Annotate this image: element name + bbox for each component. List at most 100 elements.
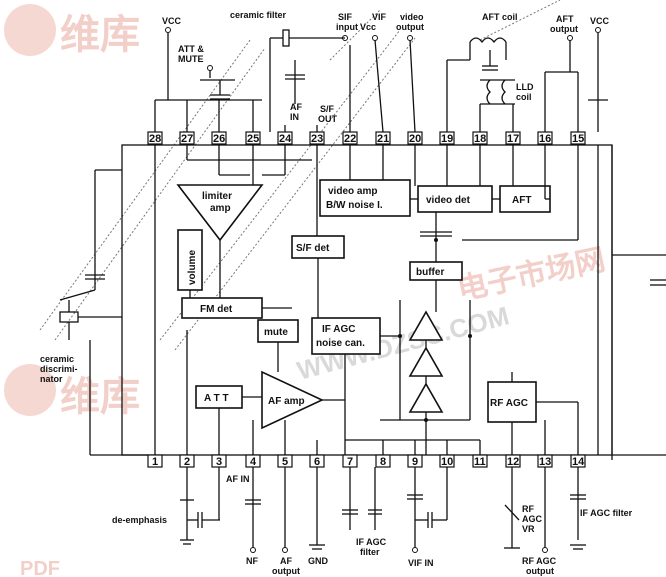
bottom-pin-row: 1 2 3 4 5 6 7 8 9 10 11 12 13 14 xyxy=(147,454,586,468)
pin-number: 23 xyxy=(311,133,323,145)
pin-number: 6 xyxy=(314,456,320,468)
label-vcc-left: VCC xyxy=(162,16,182,26)
watermark-brand: 维库 xyxy=(60,13,140,57)
aft-label: AFT xyxy=(512,195,531,206)
pin-number: 10 xyxy=(441,456,453,468)
label-sif-out-2: OUT xyxy=(318,114,338,124)
pin-number: 7 xyxy=(347,456,353,468)
top-wiring xyxy=(154,27,608,133)
left-wiring: ceramic discrimi- nator xyxy=(40,169,148,456)
limiter-amp-label-2: amp xyxy=(210,203,231,214)
top-external-labels: VCC ceramic filter SIF input VIF Vcc vid… xyxy=(162,10,610,124)
label-af-in-top: AF xyxy=(290,102,302,112)
pin-number: 12 xyxy=(507,456,519,468)
label-sif-input: SIF xyxy=(338,12,353,22)
label-if-agc-filter-left-2: filter xyxy=(360,547,380,557)
af-amp-block xyxy=(261,370,324,430)
label-af-output: AF xyxy=(280,556,292,566)
label-de-emphasis: de-emphasis xyxy=(112,515,167,525)
label-if-agc-filter-right: IF AGC filter xyxy=(580,508,633,518)
video-det-label: video det xyxy=(426,195,471,206)
label-ceramic-filter: ceramic filter xyxy=(230,10,287,20)
label-sif-out: S/F xyxy=(320,104,335,114)
pin-number: 9 xyxy=(412,456,418,468)
label-lld-coil: LLD xyxy=(516,82,534,92)
pin-number: 11 xyxy=(474,456,486,468)
pin-number: 14 xyxy=(572,456,585,468)
internal-wiring xyxy=(154,145,599,455)
label-video-output-2: output xyxy=(396,22,424,32)
pin-number: 25 xyxy=(247,133,259,145)
label-aft-coil: AFT coil xyxy=(482,12,518,22)
pin-number: 15 xyxy=(572,133,584,145)
pin-number: 19 xyxy=(441,133,453,145)
if-amp-stage-3 xyxy=(408,382,444,413)
label-rf-agc-vr-2: AGC xyxy=(522,514,543,524)
label-video-output: video xyxy=(400,12,424,22)
watermark-cn: 电子市场网 xyxy=(454,242,608,306)
label-att-mute: ATT & xyxy=(178,44,204,54)
label-vif-in: VIF IN xyxy=(408,558,434,568)
label-ceramic-discriminator: ceramic xyxy=(40,354,74,364)
label-rf-agc-output-2: output xyxy=(526,566,554,576)
video-amp-label: video amp xyxy=(328,186,377,197)
label-aft-output-2: output xyxy=(550,24,578,34)
pin-number: 28 xyxy=(149,133,161,145)
pin-box xyxy=(505,454,521,468)
bottom-wiring: de-emphasis AF IN NF AF output GND IF AG… xyxy=(112,467,633,576)
label-rf-agc-vr-3: VR xyxy=(522,524,535,534)
pin-number: 22 xyxy=(344,133,356,145)
video-amp-label-2: B/W noise I. xyxy=(326,200,383,211)
label-nf: NF xyxy=(246,556,258,566)
label-if-agc-filter-left: IF AGC xyxy=(356,537,387,547)
label-rf-agc-vr: RF xyxy=(522,504,534,514)
label-af-output-2: output xyxy=(272,566,300,576)
pin-number: 26 xyxy=(213,133,225,145)
watermark-corner: PDF xyxy=(20,558,60,577)
label-aft-output: AFT xyxy=(556,14,574,24)
pin-number: 1 xyxy=(152,456,158,468)
label-vcc-right: VCC xyxy=(590,16,610,26)
pin-number: 4 xyxy=(250,456,257,468)
mute-label: mute xyxy=(264,327,288,338)
label-att-mute-2: MUTE xyxy=(178,54,204,64)
pin-number: 16 xyxy=(539,133,551,145)
if-agc-label-2: noise can. xyxy=(316,338,365,349)
pin-number: 3 xyxy=(216,456,222,468)
label-gnd: GND xyxy=(308,556,329,566)
pin-number: 20 xyxy=(409,133,421,145)
label-ceramic-discriminator-3: nator xyxy=(40,374,63,384)
video-amp-block xyxy=(319,179,411,217)
watermark-brand: 维库 xyxy=(60,375,140,419)
fm-det-label: FM det xyxy=(200,304,233,315)
buffer-label: buffer xyxy=(416,267,444,278)
pin-number: 24 xyxy=(279,133,292,145)
pin-number: 21 xyxy=(377,133,389,145)
internal-blocks: limiter amp volume FM det S/F det video … xyxy=(176,179,551,430)
watermark-logo-icon xyxy=(4,364,56,416)
pin-number: 13 xyxy=(539,456,551,468)
rf-agc-label: RF AGC xyxy=(490,398,528,409)
pin-number: 27 xyxy=(181,133,193,145)
pin-number: 18 xyxy=(474,133,486,145)
label-sif-input-2: input xyxy=(336,22,358,32)
if-agc-label: IF AGC xyxy=(322,324,356,335)
label-af-in-top-2: IN xyxy=(290,112,299,122)
top-pin-row: 28 27 26 25 24 23 22 21 20 19 18 17 16 1… xyxy=(147,131,586,145)
pin-number: 17 xyxy=(507,133,519,145)
sif-det-label: S/F det xyxy=(296,243,330,254)
att-label: A T T xyxy=(204,393,229,404)
pin-number: 8 xyxy=(380,456,386,468)
volume-label: volume xyxy=(187,250,198,285)
limiter-amp-block xyxy=(176,184,264,242)
label-vif-vcc: VIF xyxy=(372,12,387,22)
pin-number: 5 xyxy=(282,456,288,468)
rf-agc-block xyxy=(487,381,537,423)
label-vif-vcc-2: Vcc xyxy=(360,22,376,32)
label-af-in-bottom: AF IN xyxy=(226,474,250,484)
pin-number: 2 xyxy=(184,456,190,468)
label-rf-agc-output: RF AGC xyxy=(522,556,557,566)
label-lld-coil-2: coil xyxy=(516,92,532,102)
watermark-logo-icon xyxy=(4,4,56,56)
